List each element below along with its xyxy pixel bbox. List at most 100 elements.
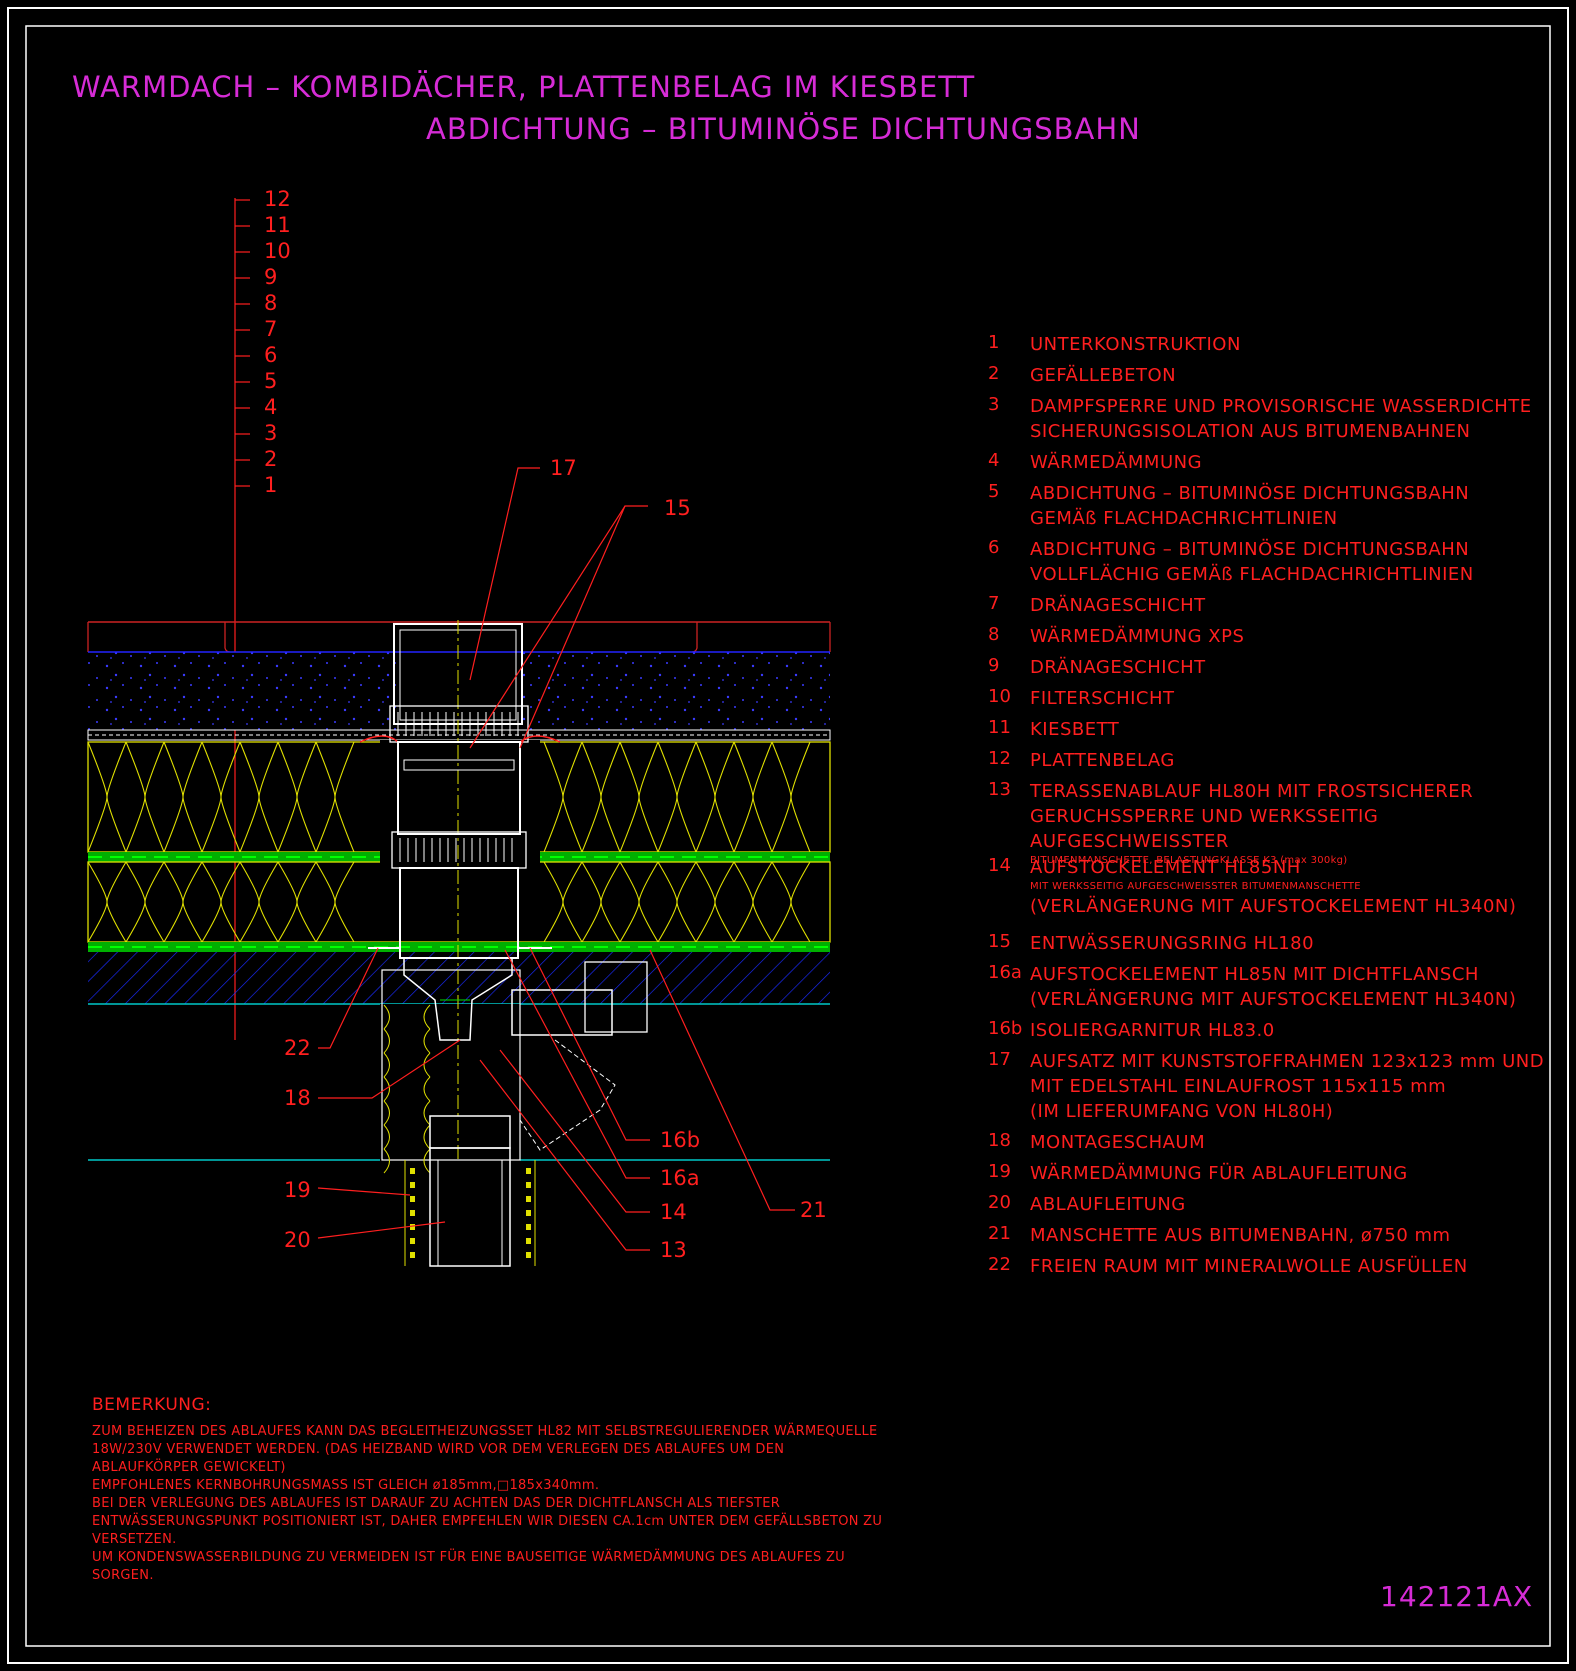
legend-line: ABLAUFLEITUNG	[1030, 1194, 1186, 1215]
leader-lines	[317, 467, 795, 1251]
layer-scale-number: 9	[264, 265, 278, 289]
legend-line: MIT WERKSSEITIG AUFGESCHWEISSTER BITUMEN…	[1030, 881, 1361, 892]
layer-scale-number: 5	[264, 369, 278, 393]
callout-22: 22	[284, 1036, 311, 1060]
legend-number: 2	[988, 363, 1000, 384]
legend-number: 8	[988, 624, 1000, 645]
legend-line: AUFSATZ MIT KUNSTSTOFFRAHMEN 123x123 mm …	[1030, 1051, 1545, 1072]
title-line-2: ABDICHTUNG – BITUMINÖSE DICHTUNGSBAHN	[426, 112, 1141, 146]
legend-text: ABLAUFLEITUNG	[1030, 1192, 1570, 1217]
legend-number: 7	[988, 593, 1000, 614]
legend-line: AUFSTOCKELEMENT HL85N MIT DICHTFLANSCH	[1030, 964, 1479, 985]
legend-text: MANSCHETTE AUS BITUMENBAHN, ø750 mm	[1030, 1223, 1570, 1248]
callout-14: 14	[660, 1200, 687, 1224]
remark-line: ENTWÄSSERUNGSPUNKT POSITIONIERT IST, DAH…	[92, 1514, 883, 1529]
legend-text: KIESBETT	[1030, 717, 1570, 742]
legend-text: DRÄNAGESCHICHT	[1030, 655, 1570, 680]
remark-line: BEI DER VERLEGUNG DES ABLAUFES IST DARAU…	[92, 1496, 781, 1511]
callout-15: 15	[664, 496, 691, 520]
legend-text: FREIEN RAUM MIT MINERALWOLLE AUSFÜLLEN	[1030, 1254, 1570, 1279]
layer-scale-number: 8	[264, 291, 278, 315]
remarks-heading: BEMERKUNG:	[92, 1395, 212, 1415]
legend-line: GEFÄLLEBETON	[1030, 365, 1177, 386]
legend-line: SICHERUNGSISOLATION AUS BITUMENBAHNEN	[1030, 421, 1471, 442]
legend-text: UNTERKONSTRUKTION	[1030, 332, 1570, 357]
legend-number: 1	[988, 332, 1000, 353]
legend-line: MIT EDELSTAHL EINLAUFROST 115x115 mm	[1030, 1076, 1447, 1097]
remark-line: 18W/230V VERWENDET WERDEN. (DAS HEIZBAND…	[92, 1442, 785, 1457]
outer-frame	[7, 7, 1569, 1664]
callout-16a: 16a	[660, 1166, 700, 1190]
callout-13: 13	[660, 1238, 687, 1262]
legend-text: DAMPFSPERRE UND PROVISORISCHE WASSERDICH…	[1030, 394, 1570, 444]
legend-number: 17	[988, 1049, 1011, 1070]
legend-line: FREIEN RAUM MIT MINERALWOLLE AUSFÜLLEN	[1030, 1256, 1468, 1277]
legend-line: DRÄNAGESCHICHT	[1030, 657, 1206, 678]
legend-number: 14	[988, 855, 1011, 876]
legend-line: (VERLÄNGERUNG MIT AUFSTOCKELEMENT HL340N…	[1030, 896, 1517, 917]
legend-line: BITUMENMANSCHETTE, BELASTUNGKLASSE K3 (m…	[1030, 855, 1348, 866]
legend-text: DRÄNAGESCHICHT	[1030, 593, 1570, 618]
legend-line: GEMÄß FLACHDACHRICHTLINIEN	[1030, 508, 1338, 529]
remark-line: ABLAUFKÖRPER GEWICKELT)	[92, 1460, 286, 1475]
legend-line: ABDICHTUNG – BITUMINÖSE DICHTUNGSBAHN	[1030, 539, 1470, 560]
legend-line: FILTERSCHICHT	[1030, 688, 1175, 709]
legend-number: 11	[988, 717, 1011, 738]
legend-line: MANSCHETTE AUS BITUMENBAHN, ø750 mm	[1030, 1225, 1451, 1246]
legend-number: 9	[988, 655, 1000, 676]
legend-text: GEFÄLLEBETON	[1030, 363, 1570, 388]
layer-scale-number: 6	[264, 343, 278, 367]
legend-line: DAMPFSPERRE UND PROVISORISCHE WASSERDICH…	[1030, 396, 1532, 417]
layer-scale-number: 11	[264, 213, 291, 237]
legend-number: 12	[988, 748, 1011, 769]
inner-frame	[25, 25, 1551, 1647]
layer-scale-number: 2	[264, 447, 278, 471]
remark-line: EMPFOHLENES KERNBOHRUNGSMASS IST GLEICH …	[92, 1478, 600, 1493]
callout-19: 19	[284, 1178, 311, 1202]
legend-text: WÄRMEDÄMMUNG	[1030, 450, 1570, 475]
remark-line: VERSETZEN.	[92, 1532, 177, 1547]
legend-text: FILTERSCHICHT	[1030, 686, 1570, 711]
remark-line: ZUM BEHEIZEN DES ABLAUFES KANN DAS BEGLE…	[92, 1424, 878, 1439]
legend-number: 3	[988, 394, 1000, 415]
legend-line: WÄRMEDÄMMUNG XPS	[1030, 626, 1245, 647]
legend-text: TERASSENABLAUF HL80H MIT FROSTSICHERER GE…	[1030, 779, 1570, 868]
legend-line: VOLLFLÄCHIG GEMÄß FLACHDACHRICHTLINIEN	[1030, 564, 1474, 585]
legend-number: 10	[988, 686, 1011, 707]
legend-line: ENTWÄSSERUNGSRING HL180	[1030, 933, 1315, 954]
layer-scale-number: 1	[264, 473, 278, 497]
legend-line: ISOLIERGARNITUR HL83.0	[1030, 1020, 1275, 1041]
legend-line: KIESBETT	[1030, 719, 1120, 740]
legend-line: PLATTENBELAG	[1030, 750, 1175, 771]
remarks-body: ZUM BEHEIZEN DES ABLAUFES KANN DAS BEGLE…	[92, 1423, 922, 1585]
layer-scale-number: 3	[264, 421, 278, 445]
layer-scale-number: 4	[264, 395, 278, 419]
legend-text: WÄRMEDÄMMUNG XPS	[1030, 624, 1570, 649]
legend-text: AUFSATZ MIT KUNSTSTOFFRAHMEN 123x123 mm …	[1030, 1049, 1570, 1124]
legend-line: MONTAGESCHAUM	[1030, 1132, 1206, 1153]
remark-line: SORGEN.	[92, 1568, 154, 1583]
legend-text: AUFSTOCKELEMENT HL85NH MIT WERKSSEITIG AU…	[1030, 855, 1570, 919]
legend-line: TERASSENABLAUF HL80H MIT FROSTSICHERER	[1030, 781, 1474, 802]
legend-text: MONTAGESCHAUM	[1030, 1130, 1570, 1155]
legend-number: 20	[988, 1192, 1011, 1213]
legend-line: (VERLÄNGERUNG MIT AUFSTOCKELEMENT HL340N…	[1030, 989, 1517, 1010]
legend-text: ENTWÄSSERUNGSRING HL180	[1030, 931, 1570, 956]
legend-number: 4	[988, 450, 1000, 471]
legend-line: UNTERKONSTRUKTION	[1030, 334, 1241, 355]
legend-line: AUFSTOCKELEMENT HL85NH	[1030, 857, 1301, 878]
remarks: BEMERKUNG: ZUM BEHEIZEN DES ABLAUFES KAN…	[92, 1395, 922, 1585]
drain-assembly	[359, 620, 648, 1267]
layer-scale-number: 12	[264, 187, 291, 211]
legend-number: 5	[988, 481, 1000, 502]
layer-scale-number: 10	[264, 239, 291, 263]
legend-number: 22	[988, 1254, 1011, 1275]
legend-number: 6	[988, 537, 1000, 558]
legend-number: 15	[988, 931, 1011, 952]
layer-scale-number: 7	[264, 317, 278, 341]
legend-text: PLATTENBELAG	[1030, 748, 1570, 773]
legend-line: GERUCHSSPERRE UND WERKSSEITIG AUFGESCHWE…	[1030, 806, 1379, 852]
remark-line: UM KONDENSWASSERBILDUNG ZU VERMEIDEN IST…	[92, 1550, 845, 1565]
legend-number: 16b	[988, 1018, 1023, 1039]
